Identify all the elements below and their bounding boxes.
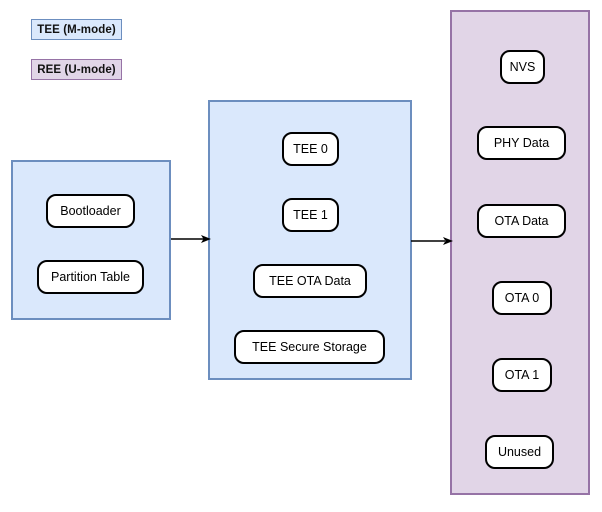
node-ota-data-label: OTA Data <box>494 214 549 228</box>
node-nvs-label: NVS <box>509 60 536 74</box>
legend-item-tee: TEE (M-mode) <box>31 19 122 40</box>
node-bootloader: Bootloader <box>46 194 135 228</box>
node-tee-1-label: TEE 1 <box>293 208 328 222</box>
node-ota-data: OTA Data <box>477 204 566 238</box>
region-ree <box>450 10 590 495</box>
node-ota-1-label: OTA 1 <box>504 368 540 382</box>
legend-item-ree: REE (U-mode) <box>31 59 122 80</box>
node-ota-0: OTA 0 <box>492 281 552 315</box>
node-tee-secure-storage-label: TEE Secure Storage <box>252 340 367 354</box>
node-tee-1: TEE 1 <box>282 198 339 232</box>
node-ota-0-label: OTA 0 <box>504 291 540 305</box>
node-tee-0: TEE 0 <box>282 132 339 166</box>
arrow-tee-to-ree <box>411 237 453 245</box>
node-phy-data-label: PHY Data <box>493 136 550 150</box>
node-tee-secure-storage: TEE Secure Storage <box>234 330 385 364</box>
node-tee-ota-data: TEE OTA Data <box>253 264 367 298</box>
region-boot <box>11 160 171 320</box>
node-unused-label: Unused <box>497 445 542 459</box>
node-phy-data: PHY Data <box>477 126 566 160</box>
node-ota-1: OTA 1 <box>492 358 552 392</box>
node-tee-ota-data-label: TEE OTA Data <box>269 274 351 288</box>
node-bootloader-label: Bootloader <box>60 204 121 218</box>
node-unused: Unused <box>485 435 554 469</box>
legend-label-ree: REE (U-mode) <box>37 63 116 76</box>
legend-label-tee: TEE (M-mode) <box>37 23 116 36</box>
node-partition-table: Partition Table <box>37 260 144 294</box>
node-partition-table-label: Partition Table <box>51 270 130 284</box>
arrow-boot-to-tee <box>171 235 211 243</box>
node-nvs: NVS <box>500 50 545 84</box>
node-tee-0-label: TEE 0 <box>293 142 328 156</box>
